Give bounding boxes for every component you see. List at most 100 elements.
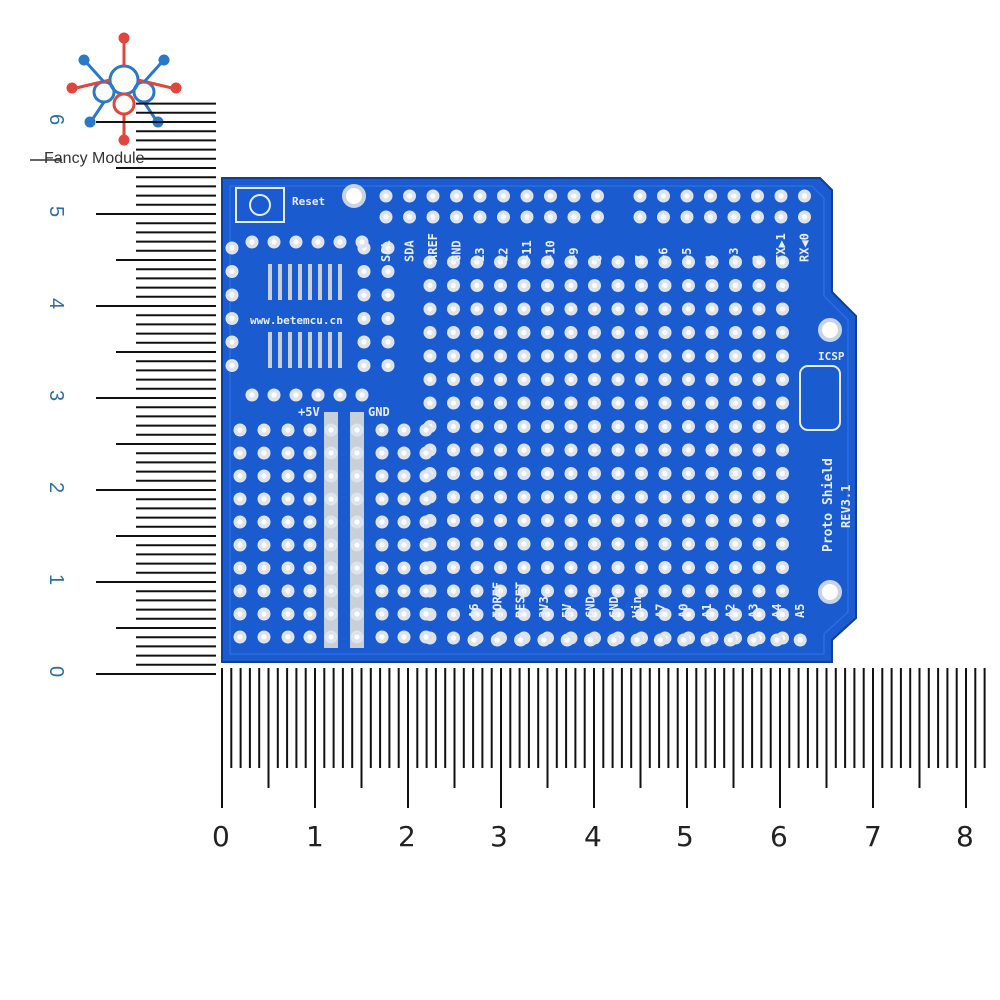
pad-hole <box>401 611 407 617</box>
pad-hole <box>779 259 786 265</box>
pad-hole <box>779 376 786 383</box>
pad-hole <box>423 519 429 525</box>
pad-hole <box>685 611 692 618</box>
pad-hole <box>568 517 574 524</box>
pad-hole <box>361 315 367 322</box>
bottom-header-label: A0 <box>677 604 691 618</box>
pad-hole <box>615 470 621 477</box>
pad-hole <box>756 564 762 571</box>
bottom-header-label: A6 <box>467 604 481 618</box>
top-header-label: ~11 <box>520 240 534 262</box>
pad-hole <box>541 637 547 643</box>
pad-hole <box>547 214 554 220</box>
pad-hole <box>568 259 574 265</box>
pad-hole <box>261 565 267 571</box>
pad-hole <box>354 519 360 525</box>
pad-hole <box>450 306 457 312</box>
pad-hole <box>450 588 457 594</box>
pad-hole <box>361 292 367 298</box>
pad-hole <box>685 517 692 524</box>
pad-hole <box>379 634 385 640</box>
pad-hole <box>229 315 235 322</box>
pad-hole <box>638 400 645 406</box>
pad-hole <box>591 400 598 406</box>
pad-hole <box>685 470 692 477</box>
pad-hole <box>778 193 784 199</box>
pad-hole <box>709 400 715 406</box>
pad-hole <box>544 564 551 571</box>
pad-hole <box>285 611 291 617</box>
pad-hole <box>544 423 551 430</box>
pad-hole <box>732 353 739 359</box>
pad-hole <box>261 611 267 617</box>
pad-hole <box>591 541 598 547</box>
pad-hole <box>261 519 267 525</box>
pad-hole <box>379 473 385 479</box>
v-ruler-label-0: 0 <box>45 665 68 678</box>
pad-hole <box>591 329 598 336</box>
bottom-header-label: A1 <box>700 604 714 618</box>
pad-hole <box>450 376 457 383</box>
pad-hole <box>471 637 477 643</box>
v-ruler-label-5: 5 <box>45 205 68 218</box>
pad-hole <box>615 329 621 336</box>
pad-hole <box>615 494 621 500</box>
pad-hole <box>662 564 668 571</box>
pad-hole <box>778 214 784 220</box>
pad-hole <box>544 329 551 336</box>
pad-hole <box>237 542 243 548</box>
pad-hole <box>328 542 334 548</box>
pad-hole <box>709 423 715 430</box>
pad-hole <box>779 329 786 336</box>
top-header-label: 7 <box>633 255 647 262</box>
pad-hole <box>450 282 457 289</box>
pad-hole <box>638 611 645 618</box>
pad-hole <box>423 565 429 571</box>
pad-hole <box>359 392 365 398</box>
smd-footprint <box>268 264 342 368</box>
pad-hole <box>591 494 598 500</box>
v-ruler-label-3: 3 <box>45 389 68 402</box>
top-header-label: SCL <box>379 240 393 262</box>
top-header-label: ~10 <box>544 240 558 262</box>
pad-hole <box>285 473 291 479</box>
pad-hole <box>801 193 808 199</box>
pad-hole <box>521 376 527 383</box>
bottom-header-label: RESET <box>514 582 528 618</box>
pad-hole <box>237 588 243 594</box>
pad-hole <box>497 541 504 547</box>
pad-hole <box>594 193 601 199</box>
pad-hole <box>564 637 570 643</box>
pad-hole <box>285 634 291 640</box>
pad-hole <box>615 353 621 359</box>
pad-hole <box>497 447 504 453</box>
pad-hole <box>237 519 243 525</box>
pad-hole <box>544 494 551 500</box>
bottom-header-label: A4 <box>770 604 784 618</box>
pad-hole <box>591 259 598 265</box>
pad-hole <box>497 470 504 477</box>
pad-hole <box>261 496 267 502</box>
pad-hole <box>707 193 714 199</box>
circuit-logo-icon <box>66 32 182 146</box>
pad-hole <box>709 259 715 265</box>
pad-hole <box>521 517 527 524</box>
pad-hole <box>801 214 808 220</box>
icsp-label: ICSP <box>818 350 845 363</box>
pad-hole <box>660 214 667 220</box>
pad-hole <box>638 306 645 312</box>
pad-hole <box>430 214 436 220</box>
pad-hole <box>779 564 786 571</box>
pad-hole <box>497 517 504 524</box>
pad-hole <box>732 376 739 383</box>
pad-hole <box>544 517 551 524</box>
horizontal-ruler <box>221 668 986 808</box>
pad-hole <box>261 588 267 594</box>
pad-hole <box>732 494 739 500</box>
pad-hole <box>544 259 551 265</box>
pad-hole <box>704 637 710 643</box>
pad-hole <box>237 634 243 640</box>
pad-hole <box>521 306 527 312</box>
pad-hole <box>615 447 621 453</box>
